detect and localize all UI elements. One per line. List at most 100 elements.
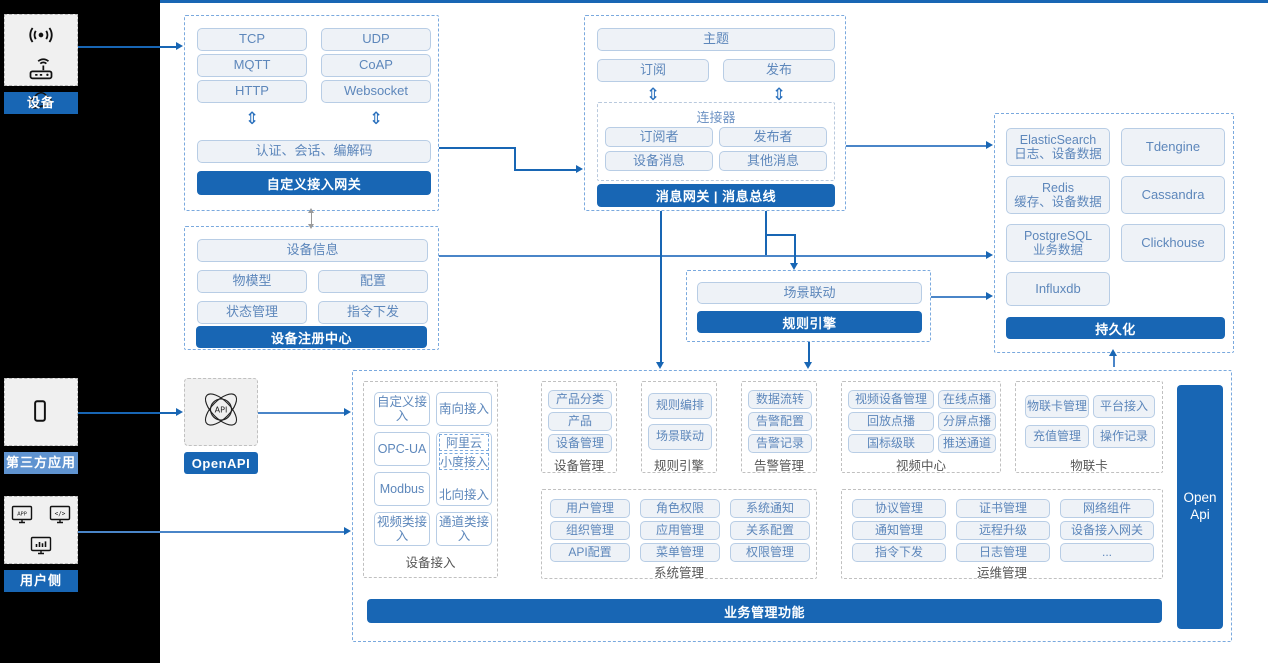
item-device-access-gateway[interactable]: 设备接入网关 bbox=[1060, 521, 1154, 540]
item-online-playback[interactable]: 在线点播 bbox=[938, 390, 996, 409]
registry-config[interactable]: 配置 bbox=[318, 270, 428, 293]
item-push-channel[interactable]: 推送通道 bbox=[938, 434, 996, 453]
item-iot-card-management[interactable]: 物联卡管理 bbox=[1025, 395, 1089, 418]
item-scene-linkage[interactable]: 场景联动 bbox=[648, 424, 712, 450]
item-product-category[interactable]: 产品分类 bbox=[548, 390, 612, 409]
item-permission-management[interactable]: 权限管理 bbox=[730, 543, 810, 562]
openapi-node-label[interactable]: OpenAPI bbox=[184, 452, 258, 474]
actor-third-party-app: 第三方应用 bbox=[4, 378, 78, 474]
item-log-management[interactable]: 日志管理 bbox=[956, 543, 1050, 562]
store-postgresql-desc: 业务数据 bbox=[1032, 243, 1083, 257]
item-user-management[interactable]: 用户管理 bbox=[550, 499, 630, 518]
item-replay-playback[interactable]: 回放点播 bbox=[848, 412, 934, 431]
module-title-ops-management: 运维管理 bbox=[976, 566, 1027, 580]
business-bar[interactable]: 业务管理功能 bbox=[367, 599, 1162, 623]
device-access-southbound[interactable]: 南向接入 bbox=[436, 392, 492, 426]
item-more[interactable]: ... bbox=[1060, 543, 1154, 562]
item-operation-record[interactable]: 操作记录 bbox=[1093, 425, 1155, 448]
protocol-mqtt[interactable]: MQTT bbox=[197, 54, 307, 77]
registry-command-dispatch[interactable]: 指令下发 bbox=[318, 301, 428, 324]
conn-bus-down-v1 bbox=[765, 211, 767, 255]
protocol-tcp[interactable]: TCP bbox=[197, 28, 307, 51]
rule-engine-scene-linkage[interactable]: 场景联动 bbox=[697, 282, 922, 304]
device-access-channel[interactable]: 通道类接入 bbox=[436, 512, 492, 546]
store-clickhouse[interactable]: Clickhouse bbox=[1121, 224, 1225, 262]
device-registry-bar[interactable]: 设备注册中心 bbox=[196, 326, 427, 348]
item-remote-upgrade[interactable]: 远程升级 bbox=[956, 521, 1050, 540]
actor-label-device: 设备 bbox=[4, 92, 78, 114]
cloud-tag-xiaodu[interactable]: 小度接入 bbox=[439, 453, 489, 470]
store-postgresql[interactable]: PostgreSQL 业务数据 bbox=[1006, 224, 1110, 262]
conn-user-to-business-arrow bbox=[344, 526, 351, 535]
item-split-screen-playback[interactable]: 分屏点播 bbox=[938, 412, 996, 431]
subscribe-pill[interactable]: 订阅 bbox=[597, 59, 709, 82]
device-access-northbound-box[interactable]: 北向接入 bbox=[436, 432, 492, 506]
registry-state-management[interactable]: 状态管理 bbox=[197, 301, 307, 324]
message-bus-group: 主题 订阅 发布 ⇕ ⇕ 连接器 订阅者 发布者 设备消息 其他消息 消息网关 … bbox=[584, 15, 846, 211]
module-title-system-management: 系统管理 bbox=[653, 566, 704, 580]
protocol-udp[interactable]: UDP bbox=[321, 28, 431, 51]
bidirectional-arrow-left-icon: ⇕ bbox=[244, 109, 260, 128]
store-cassandra[interactable]: Cassandra bbox=[1121, 176, 1225, 214]
registry-header[interactable]: 设备信息 bbox=[197, 239, 428, 262]
wifi-signal-icon bbox=[27, 21, 55, 49]
item-api-config[interactable]: API配置 bbox=[550, 543, 630, 562]
openapi-vertical-rail[interactable]: Open Api bbox=[1177, 385, 1223, 629]
item-menu-management[interactable]: 菜单管理 bbox=[640, 543, 720, 562]
protocol-websocket[interactable]: Websocket bbox=[321, 80, 431, 103]
item-platform-access[interactable]: 平台接入 bbox=[1093, 395, 1155, 418]
conn-rule-to-persistence bbox=[931, 296, 986, 298]
device-access-video[interactable]: 视频类接入 bbox=[374, 512, 430, 546]
item-relation-config[interactable]: 关系配置 bbox=[730, 521, 810, 540]
item-cert-management[interactable]: 证书管理 bbox=[956, 499, 1050, 518]
item-protocol-management[interactable]: 协议管理 bbox=[852, 499, 946, 518]
cloud-tag-aliyun[interactable]: 阿里云 bbox=[439, 434, 489, 451]
store-elasticsearch[interactable]: ElasticSearch 日志、设备数据 bbox=[1006, 128, 1110, 166]
gateway-middle-layer[interactable]: 认证、会话、编解码 bbox=[197, 140, 431, 163]
protocol-coap[interactable]: CoAP bbox=[321, 54, 431, 77]
conn-bus-to-persistence bbox=[846, 145, 986, 147]
conn-rule-to-business-arrow bbox=[803, 362, 812, 369]
item-system-notice[interactable]: 系统通知 bbox=[730, 499, 810, 518]
connector-publisher[interactable]: 发布者 bbox=[719, 127, 827, 147]
item-org-management[interactable]: 组织管理 bbox=[550, 521, 630, 540]
device-access-custom[interactable]: 自定义接入 bbox=[374, 392, 430, 426]
item-product[interactable]: 产品 bbox=[548, 412, 612, 431]
item-video-device-management[interactable]: 视频设备管理 bbox=[848, 390, 934, 409]
item-role-permission[interactable]: 角色权限 bbox=[640, 499, 720, 518]
publish-pill[interactable]: 发布 bbox=[723, 59, 835, 82]
item-data-flow[interactable]: 数据流转 bbox=[748, 390, 812, 409]
module-title-device-management: 设备管理 bbox=[553, 459, 604, 473]
item-rule-orchestration[interactable]: 规则编排 bbox=[648, 393, 712, 419]
conn-bus-to-persistence-arrow bbox=[986, 140, 993, 149]
device-access-modbus[interactable]: Modbus bbox=[374, 472, 430, 506]
persistence-bar[interactable]: 持久化 bbox=[1006, 317, 1225, 339]
item-gb-cascade[interactable]: 国标级联 bbox=[848, 434, 934, 453]
message-bus-bar[interactable]: 消息网关 | 消息总线 bbox=[597, 184, 835, 207]
gateway-bar[interactable]: 自定义接入网关 bbox=[197, 171, 431, 195]
connector-other-message[interactable]: 其他消息 bbox=[719, 151, 827, 171]
rule-engine-bar[interactable]: 规则引擎 bbox=[697, 311, 922, 333]
item-app-management[interactable]: 应用管理 bbox=[640, 521, 720, 540]
store-influxdb[interactable]: Influxdb bbox=[1006, 272, 1110, 306]
item-command-dispatch[interactable]: 指令下发 bbox=[852, 543, 946, 562]
store-tdengine[interactable]: Tdengine bbox=[1121, 128, 1225, 166]
item-network-component[interactable]: 网络组件 bbox=[1060, 499, 1154, 518]
dashboard-screen-icon bbox=[29, 535, 53, 557]
item-device-management[interactable]: 设备管理 bbox=[548, 434, 612, 453]
protocol-http[interactable]: HTTP bbox=[197, 80, 307, 103]
connector-device-message[interactable]: 设备消息 bbox=[605, 151, 713, 171]
bidirectional-arrow-publish-icon: ⇕ bbox=[771, 85, 787, 104]
device-access-opcua[interactable]: OPC-UA bbox=[374, 432, 430, 466]
openapi-rail-line2: Api bbox=[1190, 507, 1210, 522]
item-recharge-management[interactable]: 充值管理 bbox=[1025, 425, 1089, 448]
item-alarm-record[interactable]: 告警记录 bbox=[748, 434, 812, 453]
registry-thing-model[interactable]: 物模型 bbox=[197, 270, 307, 293]
business-group: 自定义接入 南向接入 OPC-UA 北向接入 阿里云 小度接入 Modbus 视… bbox=[352, 370, 1232, 642]
topic-pill[interactable]: 主题 bbox=[597, 28, 835, 51]
store-redis[interactable]: Redis 缓存、设备数据 bbox=[1006, 176, 1110, 214]
item-alarm-config[interactable]: 告警配置 bbox=[748, 412, 812, 431]
connector-subscriber[interactable]: 订阅者 bbox=[605, 127, 713, 147]
router-icon bbox=[27, 55, 55, 83]
item-notice-management[interactable]: 通知管理 bbox=[852, 521, 946, 540]
